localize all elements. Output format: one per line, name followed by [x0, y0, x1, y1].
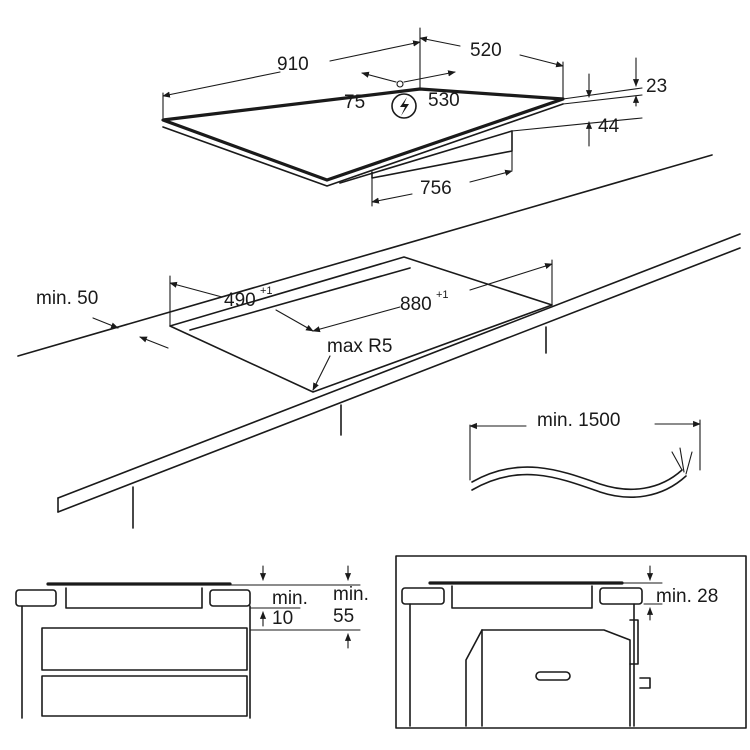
gap-a-label: min. — [272, 588, 308, 609]
gap-b-label: min. — [333, 584, 369, 605]
cutout-width-tol: +1 — [436, 289, 449, 301]
corner-radius-label: max R5 — [327, 336, 392, 357]
gap-b-value: 55 — [333, 606, 354, 627]
lightning-icon — [391, 93, 417, 119]
hob-glass-edge — [162, 103, 564, 187]
gap-right-label: min. 28 — [656, 586, 718, 607]
hob-box-top — [339, 130, 513, 184]
section-left: min. 10 min. 55 — [15, 565, 369, 719]
supply-depth-label: 530 — [428, 90, 460, 111]
glass-thickness-label: 23 — [646, 76, 667, 97]
gap-a-value: 10 — [272, 608, 293, 629]
box-width-label: 756 — [420, 178, 452, 199]
hob-width-label: 910 — [277, 54, 309, 75]
hob-perspective: 910 520 75 530 23 44 756 — [161, 27, 667, 207]
total-height-label: 44 — [598, 116, 620, 137]
supply-offset-label: 75 — [344, 92, 365, 113]
cutout-width-label: 880 — [400, 294, 432, 315]
edge-distance-label: min. 50 — [36, 288, 98, 309]
section-right-frame — [395, 555, 747, 729]
hob-box — [371, 130, 513, 179]
worktop-perspective: 490 +1 880 +1 max R5 min. 50 — [17, 154, 741, 529]
cutout-depth-tol: +1 — [260, 285, 273, 297]
cutout-depth-label: 490 — [224, 290, 256, 311]
hob-depth-label: 520 — [470, 40, 502, 61]
cable-length-label: min. 1500 — [537, 410, 620, 431]
cable-illustration: min. 1500 — [469, 410, 701, 498]
cutout-outline — [169, 256, 553, 393]
section-right: min. 28 — [395, 555, 747, 729]
